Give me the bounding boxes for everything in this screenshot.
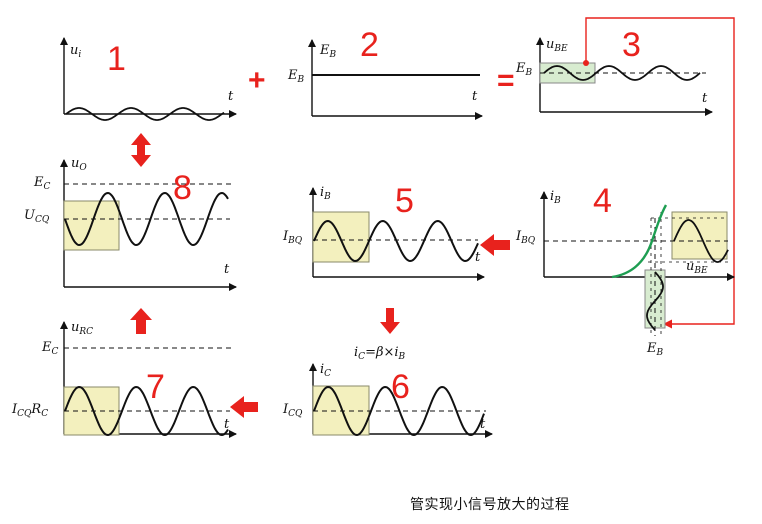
panel-5-number: 5 bbox=[395, 182, 414, 220]
panel-6: iC ICQ t iC=β×iB 6 bbox=[282, 345, 493, 438]
panel-2: EB EB t 2 bbox=[287, 26, 483, 120]
arrow-7-to-8 bbox=[130, 308, 152, 334]
panel-7-level-label: ICQRC bbox=[11, 402, 48, 419]
panel-5-xlabel: t bbox=[475, 250, 481, 265]
panel-5-level-label: IBQ bbox=[282, 229, 303, 246]
arrow-5-to-6 bbox=[380, 308, 400, 334]
panel-6-collector-current-wave bbox=[313, 385, 485, 437]
panel-4-output-box bbox=[671, 211, 728, 260]
panel-3: uBE EB t 3 bbox=[515, 26, 713, 116]
panel-7-resistor-voltage-wave bbox=[64, 385, 229, 437]
panel-7-top-label: EC bbox=[41, 340, 59, 357]
panel-3-xlabel: t bbox=[702, 91, 708, 106]
panel-7-number: 7 bbox=[146, 368, 165, 406]
panel-4-input-characteristic-curve bbox=[611, 204, 668, 279]
panel-2-ylabel: EB bbox=[319, 43, 337, 60]
panel-7: uRC EC ICQRC t 7 bbox=[11, 320, 237, 438]
panel-1-number: 1 bbox=[107, 40, 126, 78]
panel-5-highlight-box bbox=[312, 211, 370, 263]
panel-4-xlabel: uBE bbox=[686, 259, 708, 276]
panel-8-level-label: UCQ bbox=[24, 208, 50, 225]
panel-4-bottom-label: EB bbox=[646, 341, 664, 358]
panel-6-ylabel: iC bbox=[320, 362, 331, 379]
panel-2-level-label: EB bbox=[287, 68, 305, 85]
panel-3-number: 3 bbox=[622, 26, 641, 64]
panel-6-level-label: ICQ bbox=[282, 402, 303, 419]
panel-6-formula: iC=β×iB bbox=[354, 345, 406, 362]
panel-7-ylabel: uRC bbox=[71, 320, 93, 337]
panel-1-xlabel: t bbox=[228, 89, 234, 104]
panel-1-input-wave bbox=[65, 107, 225, 121]
panel-4-input-wave bbox=[646, 271, 664, 331]
panel-4-number: 4 bbox=[593, 182, 612, 220]
panel-8-top-label: EC bbox=[33, 175, 51, 192]
panel-3-combined-wave bbox=[543, 65, 701, 81]
panel-4-ylabel: iB bbox=[550, 189, 561, 206]
panel-5: iB IBQ t 5 bbox=[282, 182, 485, 281]
panel-5-ylabel: iB bbox=[320, 185, 331, 202]
panel-6-xlabel: t bbox=[480, 417, 486, 432]
equals-operator: = bbox=[497, 64, 515, 97]
arrow-4-to-5 bbox=[480, 234, 510, 256]
panel-4-output-wave bbox=[673, 219, 729, 263]
panel-7-xlabel: t bbox=[224, 417, 230, 432]
arrow-6-to-7 bbox=[230, 396, 258, 418]
panel-8-output-voltage-wave bbox=[64, 191, 229, 247]
panel-8-ylabel: uO bbox=[71, 156, 87, 173]
figure-caption: 管实现小信号放大的过程 bbox=[410, 497, 570, 513]
panel-5-base-current-wave bbox=[313, 219, 479, 263]
feed-connector-arrow bbox=[585, 17, 735, 329]
panel-4-level-label: IBQ bbox=[515, 229, 536, 246]
panel-1: ui t 1 bbox=[60, 37, 237, 121]
panel-8-number: 8 bbox=[173, 169, 192, 207]
arrow-1-to-8 bbox=[131, 133, 151, 167]
panel-2-xlabel: t bbox=[472, 89, 478, 104]
panel-8-xlabel: t bbox=[224, 262, 230, 277]
panel-2-number: 2 bbox=[360, 26, 379, 64]
panel-4: iB IBQ uBE EB 4 bbox=[515, 182, 735, 358]
plus-operator: + bbox=[248, 64, 266, 97]
panel-3-ylabel: uBE bbox=[546, 37, 568, 54]
panel-3-level-label: EB bbox=[515, 61, 533, 78]
panel-1-ylabel: ui bbox=[70, 43, 81, 60]
panel-8: uO EC UCQ t 8 bbox=[24, 156, 237, 291]
panel-6-number: 6 bbox=[391, 368, 410, 406]
